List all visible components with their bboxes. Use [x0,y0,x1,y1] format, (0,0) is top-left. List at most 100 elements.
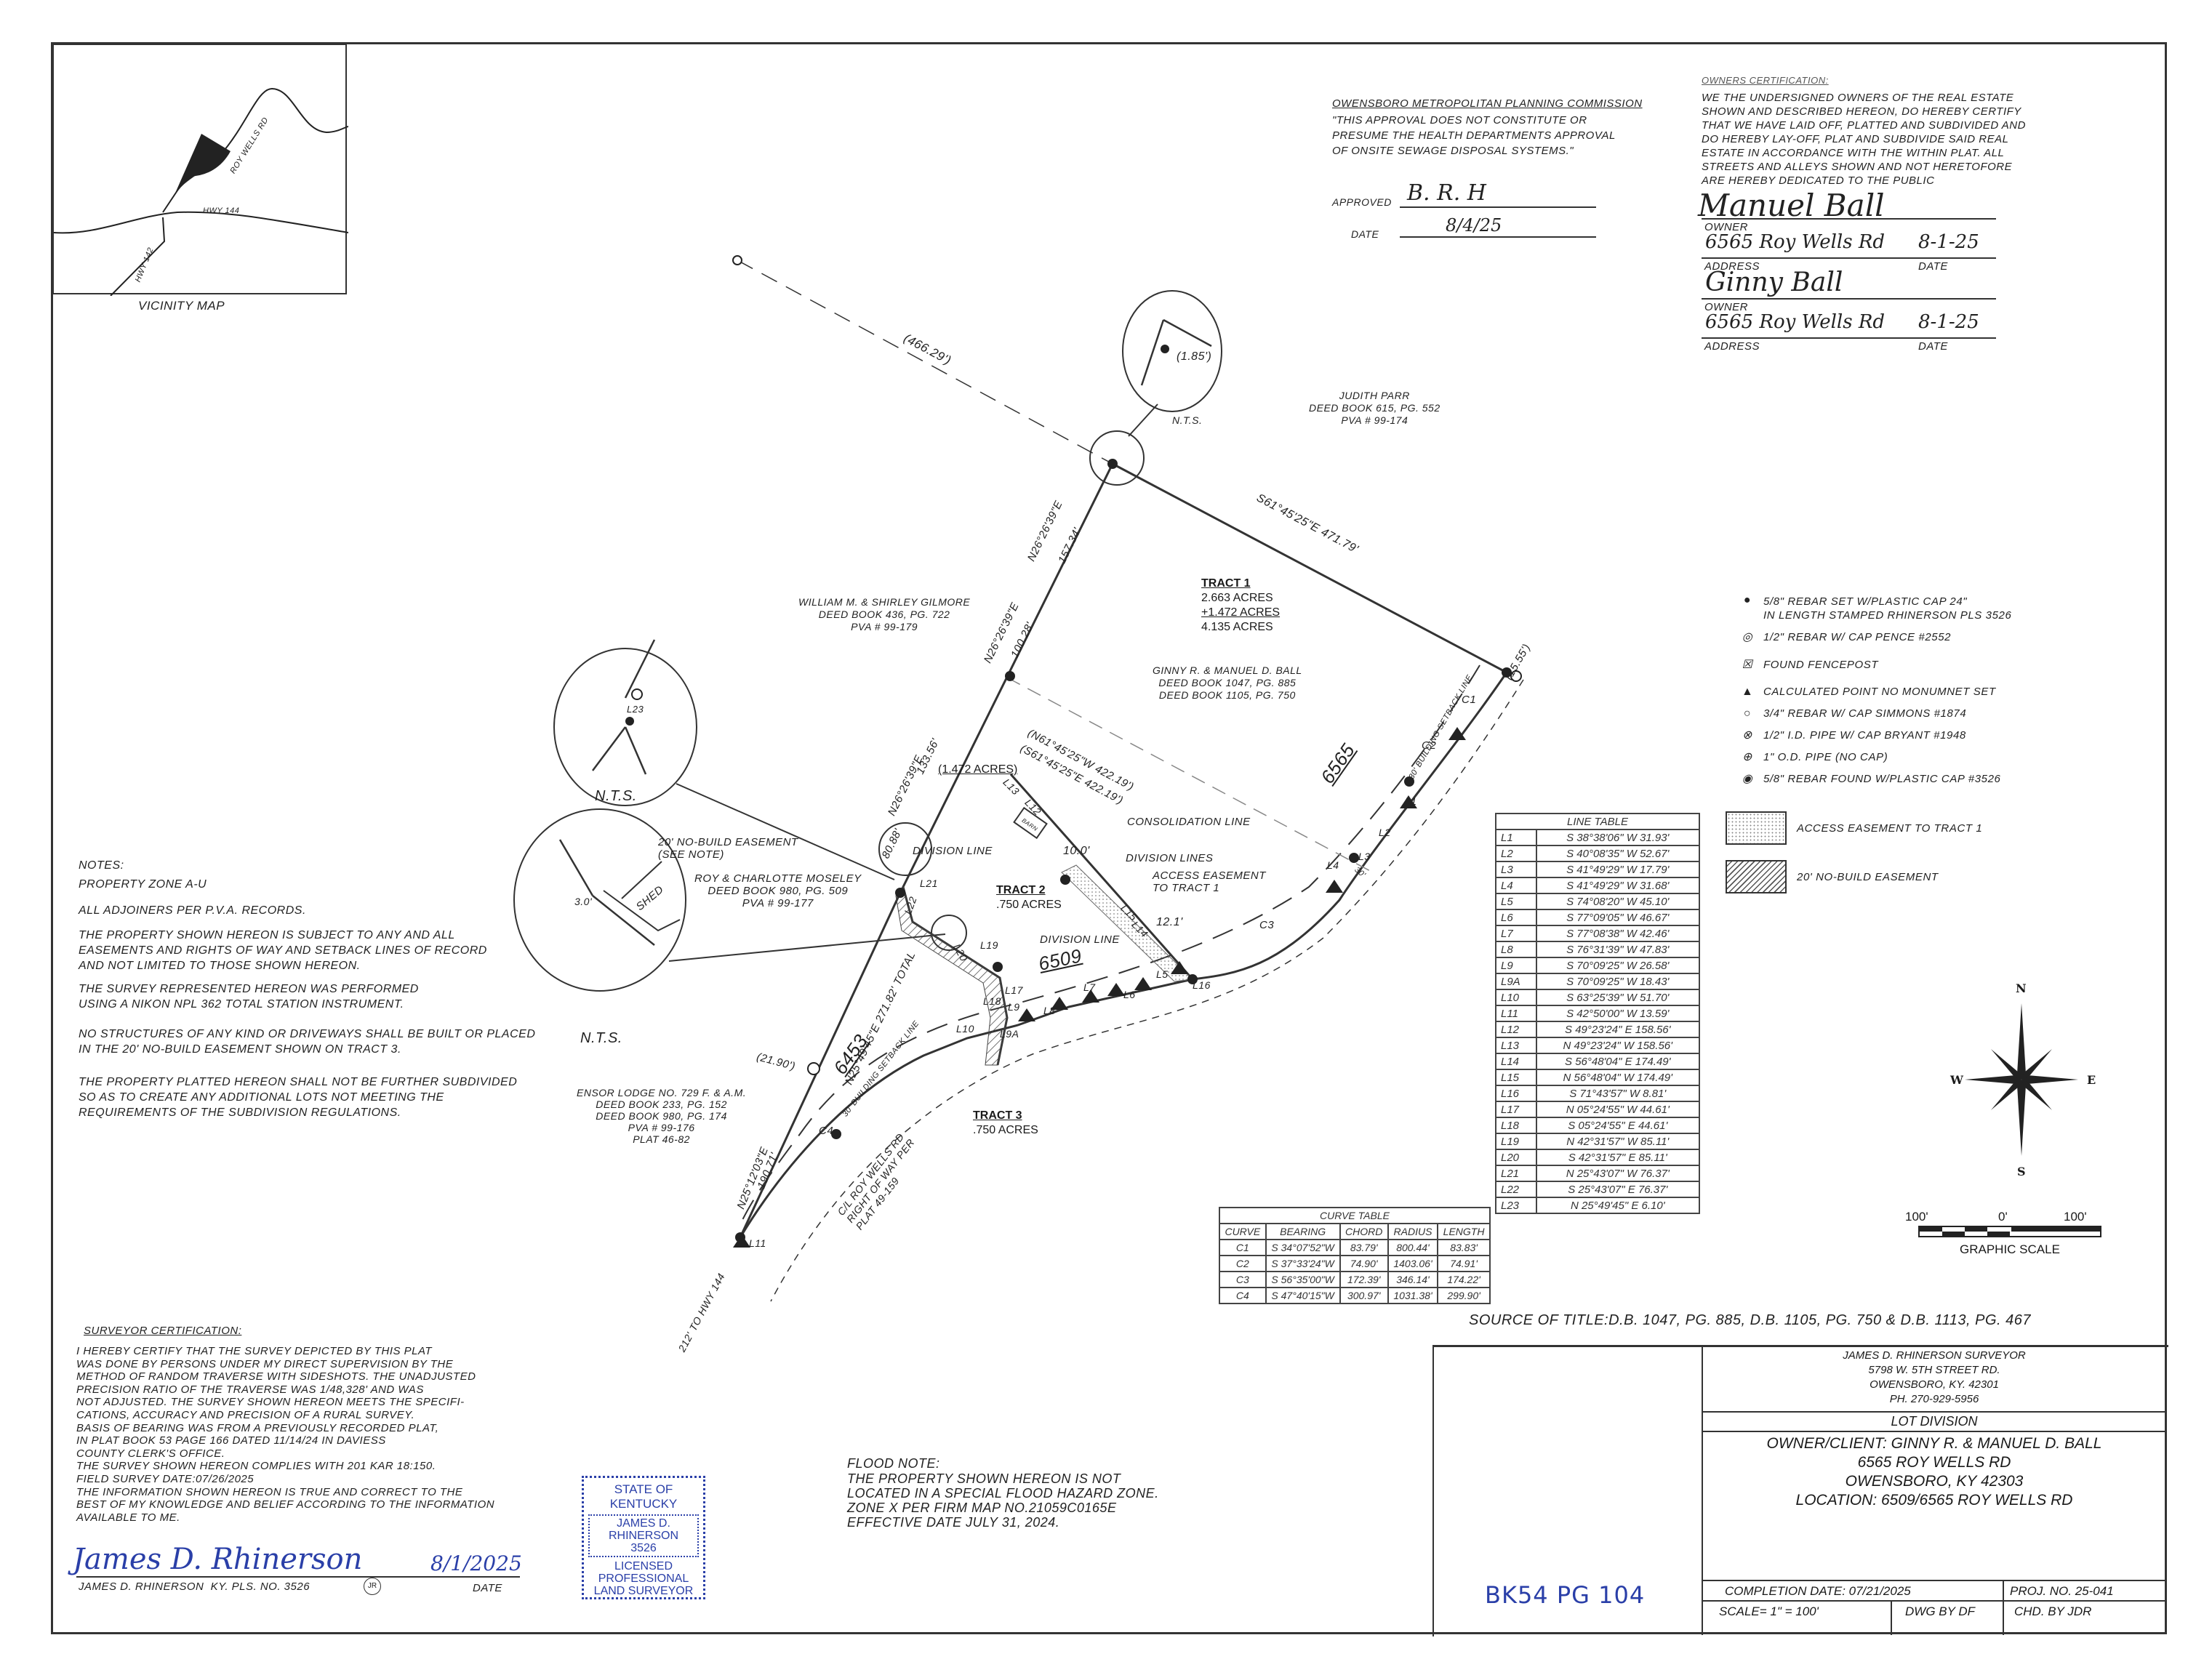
line-bearing-distance: N 05°24'55" W 44.61' [1535,1101,1701,1118]
vicinity-map: ROY WELLS RD HWY 144 HWY 142 [52,44,348,296]
planning-commission-statement: "THIS APPROVAL DOES NOT CONSTITUTE OR PR… [1332,114,1616,157]
line-id: L13 [1495,1037,1537,1054]
note-item: NO STRUCTURES OF ANY KIND OR DRIVEWAYS S… [79,1028,536,1056]
scale-title: GRAPHIC SCALE [1960,1242,2060,1256]
line-bearing-distance: N 56°48'04" W 174.49' [1535,1069,1701,1086]
owner-address-1: 6565 Roy Wells Rd [1705,231,1886,253]
legend-text: 5/8" REBAR SET W/PLASTIC CAP 24" IN LENG… [1763,595,2012,622]
adjoiner-ensor-lodge: ENSOR LODGE NO. 729 F. & A.M. DEED BOOK … [577,1087,747,1145]
line-bearing-distance: S 70°09'25" W 18.43' [1535,973,1701,990]
division-line-label: DIVISION LINE [1040,933,1120,946]
nts-label: N.T.S. [580,1030,622,1046]
curve-cell: S 56°35'00"W [1265,1271,1341,1288]
tract-1-area-added: +1.472 ACRES [1201,606,1281,619]
curve-cell: 83.83' [1437,1239,1491,1256]
plat-type: LOT DIVISION [1891,1414,1978,1429]
curve-table-header: BEARING [1265,1223,1341,1240]
line-id: L8 [1495,941,1537,958]
line-id: L1 [1495,829,1537,846]
recording-block: BK54 PG 104 [1434,1347,1703,1635]
ringed-dot-icon: ◉ [1742,772,1753,785]
no-build-easement-label: 20' NO-BUILD EASEMENT (SEE NOTE) [658,836,798,861]
line-bearing-distance: S 74°08'20" W 45.10' [1535,893,1701,910]
detail-distance-label: (1.85') [1177,350,1212,363]
divider [1702,1580,2167,1581]
completion-date: COMPLETION DATE: 07/21/2025 [1725,1584,1911,1598]
line-id: L19 [1495,1133,1537,1150]
division-line-label: DIVISION LINE [913,845,993,857]
owner-ball-deed: GINNY R. & MANUEL D. BALL DEED BOOK 1047… [1153,664,1302,701]
owner-label: OWNER [1704,301,1748,313]
line-id: L9A [1495,973,1537,990]
segment-label: L9A [1000,1028,1019,1040]
segment-label: C1 [1462,694,1477,706]
line-id: L11 [1495,1005,1537,1022]
line-id: L20 [1495,1149,1537,1166]
line-id: L15 [1495,1069,1537,1086]
line-bearing-distance: S 77°09'05" W 46.67' [1535,909,1701,926]
consolidation-line-label: CONSOLIDATION LINE [1127,816,1251,828]
tract-2-title: TRACT 2 [996,884,1046,896]
quartered-circle-icon: ⊕ [1742,750,1752,763]
legend-item: ▲ CALCULATED POINT NO MONUMNET SET [1742,686,1996,698]
flood-note-text: THE PROPERTY SHOWN HEREON IS NOT LOCATED… [847,1471,1159,1530]
segment-label: L6 [1123,989,1136,1000]
shed-distance: 3.0' [574,896,593,907]
tract-2-area: .750 ACRES [996,899,1062,911]
line-bearing-distance: S 63°25'39" W 51.70' [1535,989,1701,1006]
curve-cell: 172.39' [1339,1271,1389,1288]
curve-cell: 74.90' [1339,1255,1389,1272]
tract-1-label: TRACT 1 2.663 ACRES +1.472 ACRES 4.135 A… [1201,577,1280,635]
owner-address-line [1702,257,1996,259]
surveyor-signature: James D. Rhinerson [73,1543,363,1576]
approval-date-label: DATE [1351,228,1379,240]
segment-label: L10 [956,1023,974,1035]
segment-label: L3 [1358,851,1371,862]
tract-1-title: TRACT 1 [1201,577,1251,590]
legend-text: 5/8" REBAR FOUND W/PLASTIC CAP #3526 [1763,773,2001,785]
planning-commission-title: OWENSBORO METROPOLITAN PLANNING COMMISSI… [1332,97,1643,110]
tract-3-label: TRACT 3 .750 ACRES [973,1109,1038,1138]
line-bearing-distance: N 25°43'07" W 76.37' [1535,1165,1701,1182]
seal-licensed: LICENSED [614,1560,673,1572]
owner-signature-1: Manuel Ball [1698,188,1885,223]
approved-signature: B. R. H [1407,180,1486,206]
line-id: L5 [1495,893,1537,910]
owner-label: OWNER [1704,221,1748,233]
segment-label: L5 [1156,968,1169,980]
scale-left-label: 100' [1905,1210,1928,1224]
curve-table-title: CURVE TABLE [1219,1207,1491,1224]
address-label: ADDRESS [1704,260,1760,273]
curve-cell: 299.90' [1437,1287,1491,1304]
seal-inner: JAMES D. RHINERSON 3526 [588,1514,699,1557]
client-info: OWNER/CLIENT: GINNY R. & MANUEL D. BALL … [1766,1435,2102,1509]
curve-cell: 1403.06' [1387,1255,1439,1272]
line-id: L17 [1495,1101,1537,1118]
seal-number: 3526 [630,1542,657,1554]
seal-professional: PROFESSIONAL [598,1572,689,1585]
curve-cell: 174.22' [1437,1271,1491,1288]
divider [2003,1580,2004,1635]
notes-title: NOTES: [79,859,124,872]
line-bearing-distance: S 71°43'57" W 8.81' [1535,1085,1701,1102]
line-id: L3 [1495,861,1537,878]
date-label: DATE [1918,260,1948,273]
surveyor-name-line: JAMES D. RHINERSON KY. PLS. NO. 3526 [79,1580,310,1593]
owners-certification-text: WE THE UNDERSIGNED OWNERS OF THE REAL ES… [1702,92,2026,187]
line-bearing-distance: S 25°43'07" E 76.37' [1535,1181,1701,1198]
line-table-title: LINE TABLE [1495,813,1700,830]
surveyor-signature-line [76,1576,520,1578]
nts-label: N.T.S. [1172,414,1203,426]
adjoiner-gilmore: WILLIAM M. & SHIRLEY GILMORE DEED BOOK 4… [798,596,971,632]
segment-label: L9 [1008,1001,1020,1013]
